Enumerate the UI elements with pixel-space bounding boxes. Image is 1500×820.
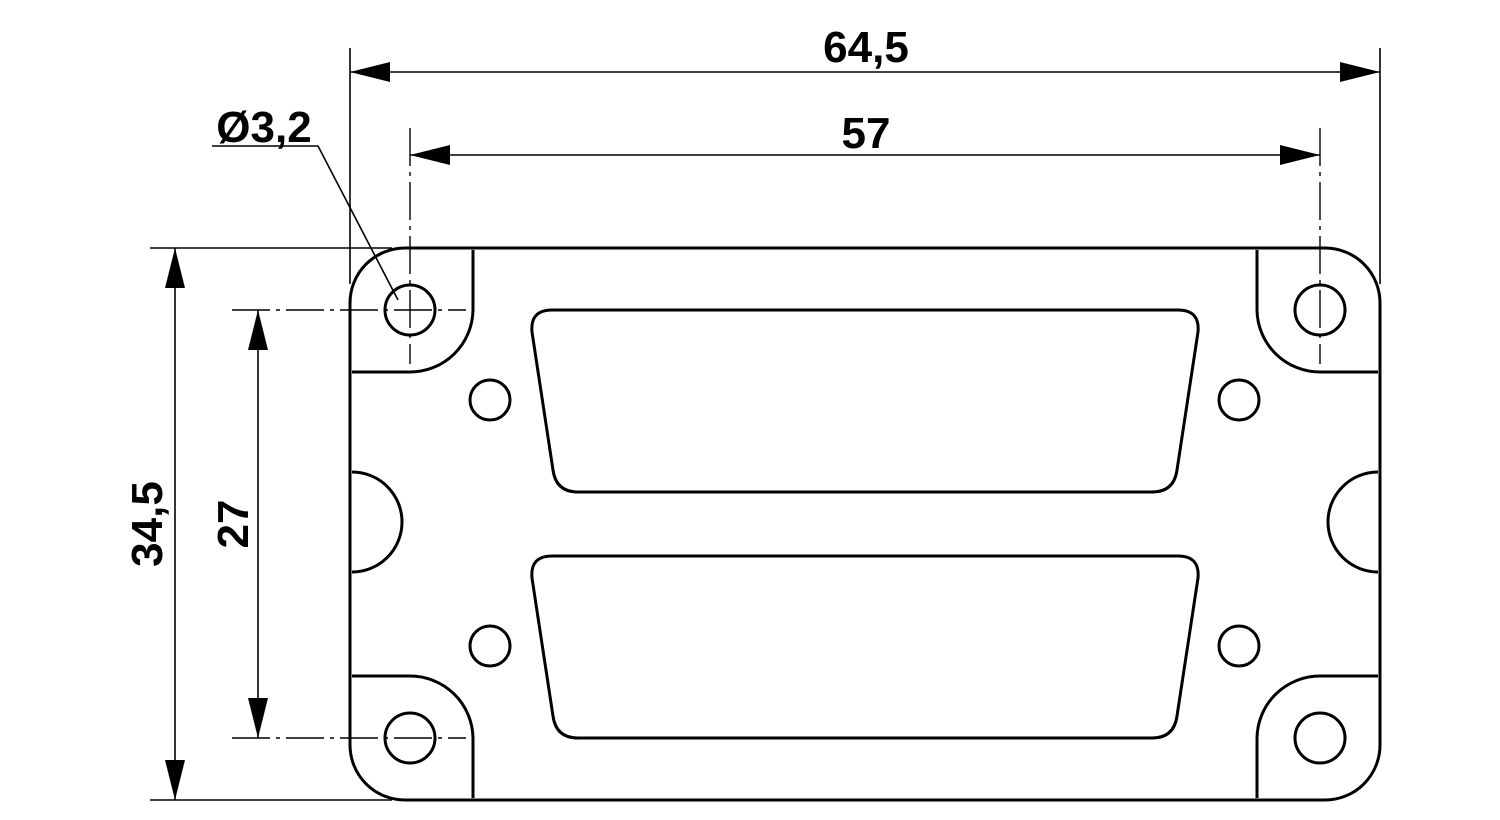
- screw-hole-upper-left: [468, 378, 512, 422]
- dsub-cutout-lower: [530, 554, 1200, 740]
- label-hole-diameter: Ø3,2: [216, 103, 311, 152]
- arrow-hole-pitch-height-bottom: [248, 698, 268, 738]
- side-notch-left: [351, 470, 404, 574]
- label-overall-width: 64,5: [823, 23, 909, 72]
- screw-hole-lower-right: [1217, 624, 1261, 668]
- corner-pad-top-right: [1255, 250, 1378, 374]
- side-notch-right: [1326, 470, 1379, 574]
- mounting-hole-bottom-right: [1293, 711, 1347, 765]
- arrow-overall-width-left: [350, 62, 390, 82]
- label-hole-pitch-height: 27: [209, 500, 258, 549]
- corner-pad-bottom-right: [1255, 674, 1378, 798]
- dsub-cutout-upper: [530, 308, 1200, 494]
- arrow-hole-pitch-height-top: [248, 310, 268, 350]
- arrow-overall-width-right: [1340, 62, 1380, 82]
- screw-hole-upper-right: [1217, 378, 1261, 422]
- label-overall-height: 34,5: [123, 481, 172, 567]
- screw-hole-lower-left: [468, 624, 512, 668]
- arrow-hole-pitch-width-right: [1280, 145, 1320, 165]
- flange-outline: [348, 246, 1382, 802]
- corner-pad-top-left: [352, 250, 475, 374]
- arrow-hole-pitch-width-left: [410, 145, 450, 165]
- label-hole-pitch-width: 57: [842, 109, 891, 158]
- leader-line-hole-diameter-angled: [317, 145, 399, 301]
- arrow-overall-height-bottom: [165, 760, 185, 800]
- corner-pad-bottom-left: [352, 674, 475, 798]
- arrow-overall-height-top: [165, 248, 185, 288]
